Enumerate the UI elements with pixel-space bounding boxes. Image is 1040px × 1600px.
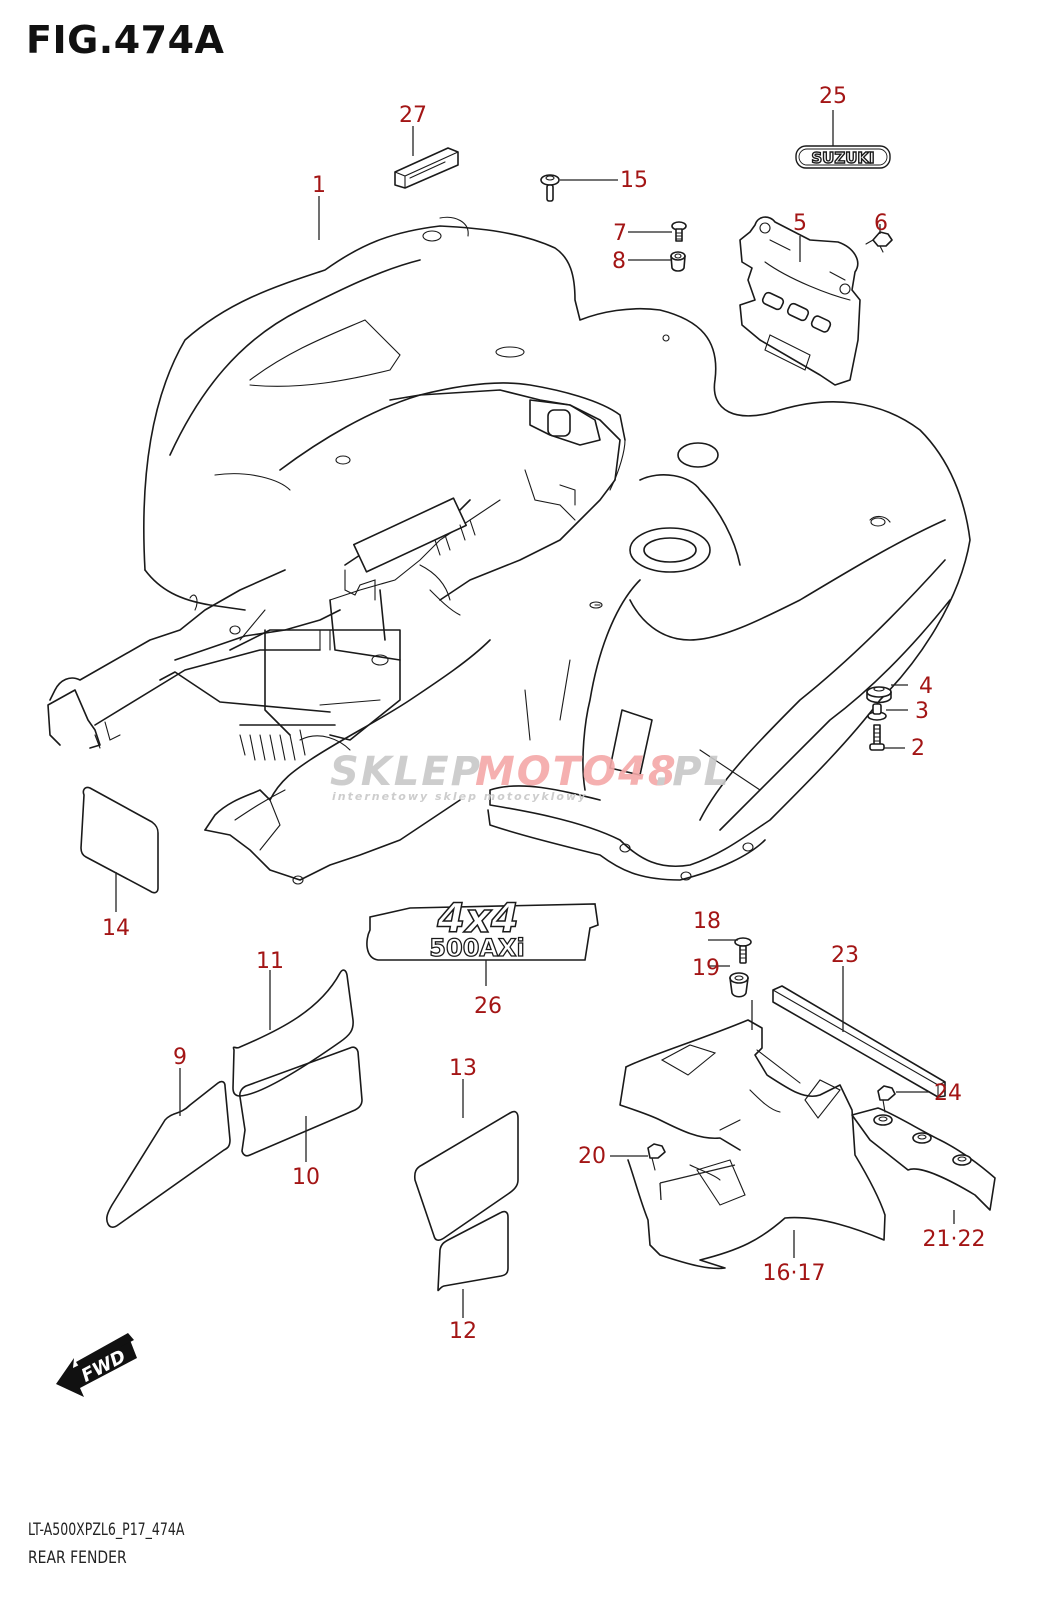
callout-11: 11 <box>256 949 284 974</box>
cushion-strip-23[interactable] <box>772 985 946 1098</box>
callout-13: 13 <box>449 1056 477 1081</box>
4x4-emblem-26[interactable]: 4x4 500AXi <box>366 895 599 963</box>
watermark-brand-suffix: .PL <box>655 749 731 795</box>
collar-3[interactable] <box>867 703 887 721</box>
callout-21-22: 21·22 <box>923 1227 986 1252</box>
callout-2: 2 <box>911 736 925 761</box>
callout-8: 8 <box>612 249 626 274</box>
callout-19: 19 <box>692 956 720 981</box>
callout-24: 24 <box>934 1081 962 1106</box>
watermark-brand-left: SKLEP <box>330 749 482 795</box>
model-code: LT-A500XPZL6_P17_474A <box>28 1520 185 1540</box>
callout-23: 23 <box>831 943 859 968</box>
callout-16-17: 16·17 <box>763 1261 826 1286</box>
screw-18[interactable] <box>734 937 752 964</box>
label-13[interactable] <box>413 1110 519 1241</box>
figure-title: FIG.474A <box>26 18 225 62</box>
watermark: SKLEP MOTO48 .PL internetowy sklep motoc… <box>330 749 731 803</box>
4x4-emblem-line2: 500AXi <box>429 934 524 962</box>
box-bracket-5[interactable] <box>739 216 861 386</box>
callout-27: 27 <box>399 103 427 128</box>
fwd-direction-arrow: FWD <box>56 1333 137 1397</box>
callout-14: 14 <box>102 916 130 941</box>
section-name: REAR FENDER <box>28 1548 127 1568</box>
callout-26: 26 <box>474 994 502 1019</box>
label-14[interactable] <box>80 786 159 894</box>
callout-7: 7 <box>613 221 627 246</box>
4x4-emblem-line1: 4x4 <box>436 896 518 942</box>
callout-labels: 1 2 3 4 5 6 7 8 9 10 11 12 13 14 15 16·1… <box>102 84 985 1344</box>
callout-3: 3 <box>915 699 929 724</box>
nut-19[interactable] <box>729 972 753 1030</box>
callout-12: 12 <box>449 1319 477 1344</box>
callout-1: 1 <box>312 173 326 198</box>
bolt-2[interactable] <box>869 724 885 751</box>
nut-8[interactable] <box>670 251 686 272</box>
screw-7[interactable] <box>671 221 687 242</box>
watermark-brand-right: MOTO48 <box>475 749 678 795</box>
watermark-tagline: internetowy sklep motocyklowy <box>332 790 587 803</box>
callout-15: 15 <box>620 168 648 193</box>
callout-25: 25 <box>819 84 847 109</box>
cushion-block-27[interactable] <box>394 147 459 189</box>
clip-24[interactable] <box>877 1085 896 1113</box>
decal-9[interactable] <box>105 1080 231 1228</box>
suzuki-emblem-text: SUZUKI <box>811 149 874 167</box>
callout-5: 5 <box>793 211 807 236</box>
callout-9: 9 <box>173 1045 187 1070</box>
rear-fender-part[interactable] <box>47 216 971 885</box>
decal-11[interactable] <box>232 969 354 1097</box>
callout-10: 10 <box>292 1165 320 1190</box>
callout-20: 20 <box>578 1144 606 1169</box>
screw-15[interactable] <box>540 174 560 202</box>
cushion-4[interactable] <box>866 686 892 704</box>
callout-18: 18 <box>693 909 721 934</box>
leader-lines <box>115 110 955 1318</box>
protector-21-22[interactable] <box>851 1107 996 1211</box>
mud-flap-16-17[interactable] <box>619 1019 886 1270</box>
suzuki-emblem-25[interactable]: SUZUKI <box>795 145 891 169</box>
decal-10[interactable] <box>239 1046 363 1157</box>
clip-6[interactable] <box>865 231 893 253</box>
callout-4: 4 <box>919 674 933 699</box>
clip-20[interactable] <box>647 1143 666 1171</box>
label-12[interactable] <box>437 1210 509 1292</box>
callout-6: 6 <box>874 211 888 236</box>
